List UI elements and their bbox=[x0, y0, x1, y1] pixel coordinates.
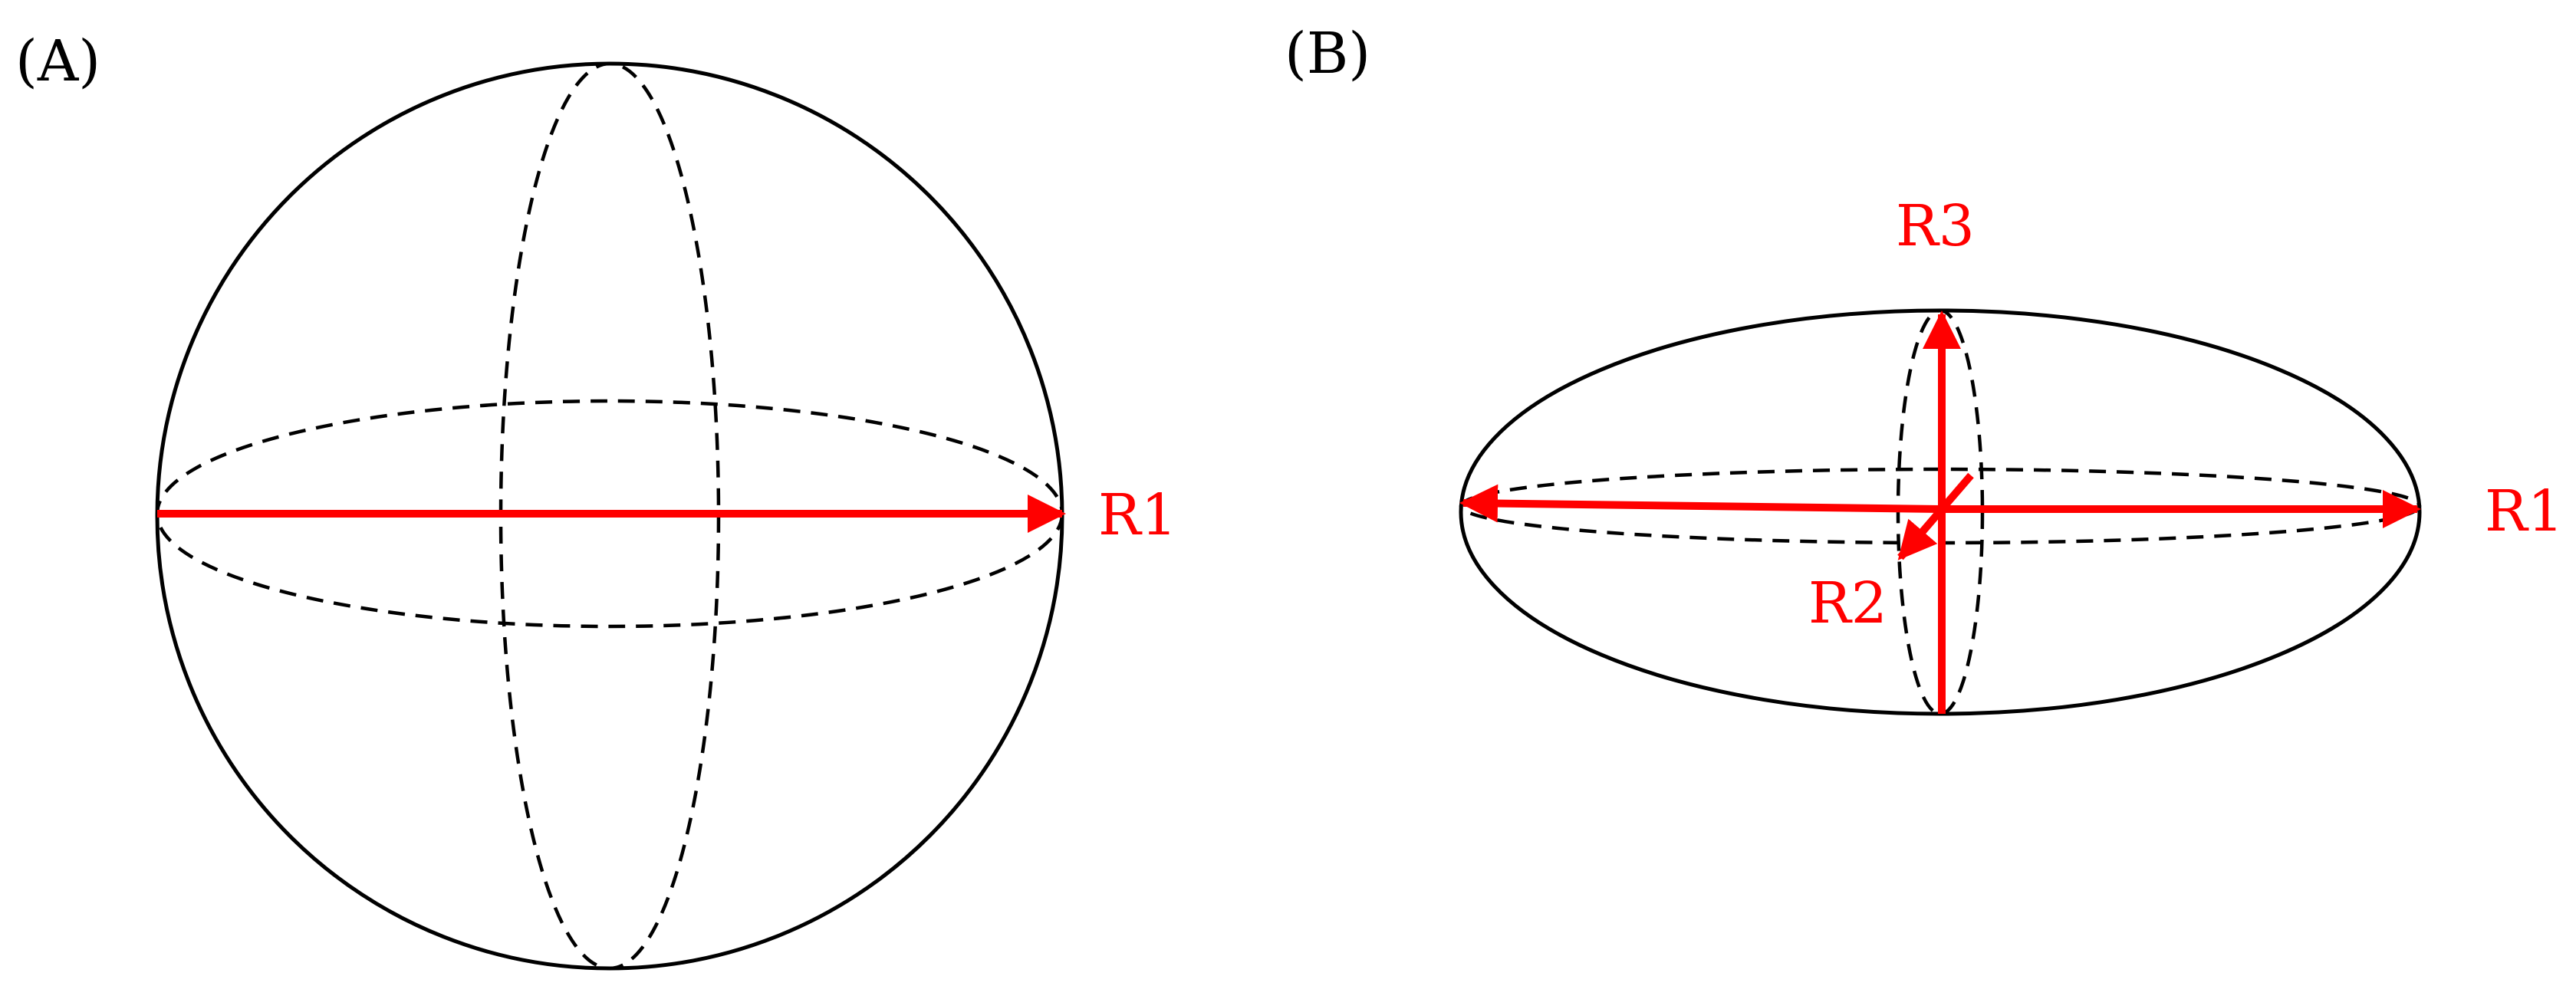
ellipsoid-r2-arrow bbox=[1897, 472, 1974, 560]
ellipsoid-r1-arrow-left bbox=[1459, 484, 1941, 523]
ellipsoid-r3-label: R3 bbox=[1896, 193, 1975, 259]
panel-b-label: (B) bbox=[1285, 21, 1370, 87]
sphere-r1-label: R1 bbox=[1098, 482, 1177, 548]
panel-a-label: (A) bbox=[15, 28, 100, 94]
ellipsoid-r1-label: R1 bbox=[2485, 478, 2564, 544]
ellipsoid-r2-label: R2 bbox=[1808, 570, 1887, 636]
panel-a: (A) R1 bbox=[15, 28, 1177, 971]
panel-b: (B) R3 R2 R1 bbox=[1285, 21, 2564, 716]
